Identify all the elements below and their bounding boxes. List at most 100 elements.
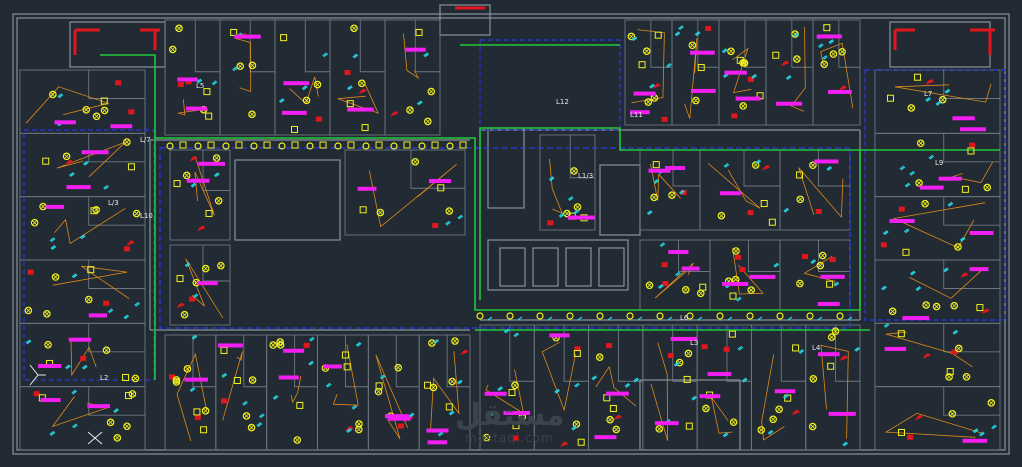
fixture-tag [217, 343, 243, 348]
light-ring [51, 273, 60, 281]
light-fixture-icon [932, 302, 941, 311]
switch-icon [355, 341, 362, 347]
light-cross [124, 139, 130, 145]
light-cross [718, 213, 724, 219]
bath-partition [88, 323, 145, 353]
light-ring [376, 208, 385, 217]
circuit-wire [403, 33, 420, 80]
junction-box-icon [233, 377, 241, 385]
smoke-detector-icon [189, 155, 198, 162]
junction-box-icon [609, 404, 617, 412]
junction-box-icon [424, 381, 432, 389]
light-fixture-icon [684, 349, 693, 358]
light-ring [566, 312, 574, 320]
switch-icon [935, 100, 942, 106]
switch-icon [554, 388, 560, 394]
light-ring [276, 341, 285, 349]
light-cross [821, 61, 827, 67]
main-feeder-layer [100, 44, 1000, 380]
junction-box-icon [445, 403, 453, 411]
light-ring [247, 423, 256, 432]
fixture-tag [38, 363, 62, 368]
light-ring [411, 158, 420, 166]
light-cross [53, 274, 59, 280]
light-cross [613, 426, 619, 432]
light-cross [203, 408, 209, 414]
junction-box-icon [768, 218, 776, 226]
main-feeder-loop [100, 44, 1000, 380]
junction-box [207, 141, 215, 149]
circuit-wire [430, 351, 460, 429]
circuit-wire [732, 47, 752, 94]
bath-partition [243, 335, 267, 388]
room-partition [169, 149, 231, 241]
light-cross [32, 220, 38, 226]
light-ring [132, 209, 141, 218]
switch-icon [83, 160, 89, 166]
light-fixture-icon [100, 106, 109, 115]
light-ring [570, 167, 578, 175]
smoke-detector-icon [460, 349, 469, 356]
circuit-wire [337, 84, 379, 114]
junction-box-icon [898, 428, 906, 436]
bath-partition [835, 325, 860, 382]
light-ring [172, 378, 181, 386]
light-cross [988, 400, 994, 406]
light-ring [656, 312, 664, 320]
junction-box-icon [280, 34, 288, 42]
switch-icon [646, 210, 653, 216]
switch-icon [81, 364, 88, 370]
circuit-wire [711, 397, 733, 434]
circuit-wire [56, 141, 126, 178]
junction-box-icon [512, 422, 520, 430]
light-fixture-icon [650, 193, 658, 202]
ucs-icon [29, 364, 46, 386]
light-cross [733, 277, 739, 283]
room-partition [169, 244, 231, 326]
light-cross [429, 340, 435, 346]
light-ring [820, 60, 829, 69]
light-fixture-icon [201, 264, 210, 273]
light-ring [448, 377, 456, 386]
light-fixture-icon [717, 211, 726, 220]
light-cross [452, 338, 458, 344]
light-fixture-icon [818, 251, 827, 260]
fixture-tag [902, 316, 930, 321]
lift-1 [499, 247, 526, 287]
light-ring [751, 161, 760, 169]
light-fixture-icon [123, 422, 131, 431]
light-fixture-icon [276, 341, 285, 349]
switch-icon [272, 394, 279, 400]
light-fixture-icon [293, 436, 302, 444]
light-ring [686, 312, 694, 320]
switch-icon [785, 74, 792, 80]
light-ring [222, 142, 230, 150]
switch-icon [673, 361, 680, 367]
light-cross [645, 99, 651, 105]
light-cross [249, 62, 255, 68]
bath-partition [943, 196, 1000, 226]
light-fixture-icon [796, 279, 804, 288]
junction-box-icon [415, 28, 423, 36]
light-cross [916, 180, 922, 186]
junction-box-icon [736, 56, 744, 64]
circuit-label: L/3 [108, 199, 119, 207]
light-cross [607, 417, 613, 423]
light-ring [717, 211, 726, 220]
light-fixture-icon [448, 377, 456, 386]
light-cross [651, 95, 657, 101]
light-ring [675, 358, 684, 367]
fire-alarm-icon [815, 208, 822, 214]
switch-icon [103, 184, 109, 190]
corridor-light-icon [222, 141, 243, 150]
smoke-detector-icon [981, 308, 990, 315]
watermark-latin: mostaql.com [465, 431, 554, 445]
switch-icon [678, 25, 684, 31]
bath-partition [88, 70, 145, 99]
lighting-fixture-layer [24, 24, 996, 446]
fixture-tag [81, 150, 109, 155]
fire-alarm-icon [907, 434, 914, 440]
fire-alarm-icon [661, 116, 668, 122]
bath-partition [563, 325, 589, 382]
